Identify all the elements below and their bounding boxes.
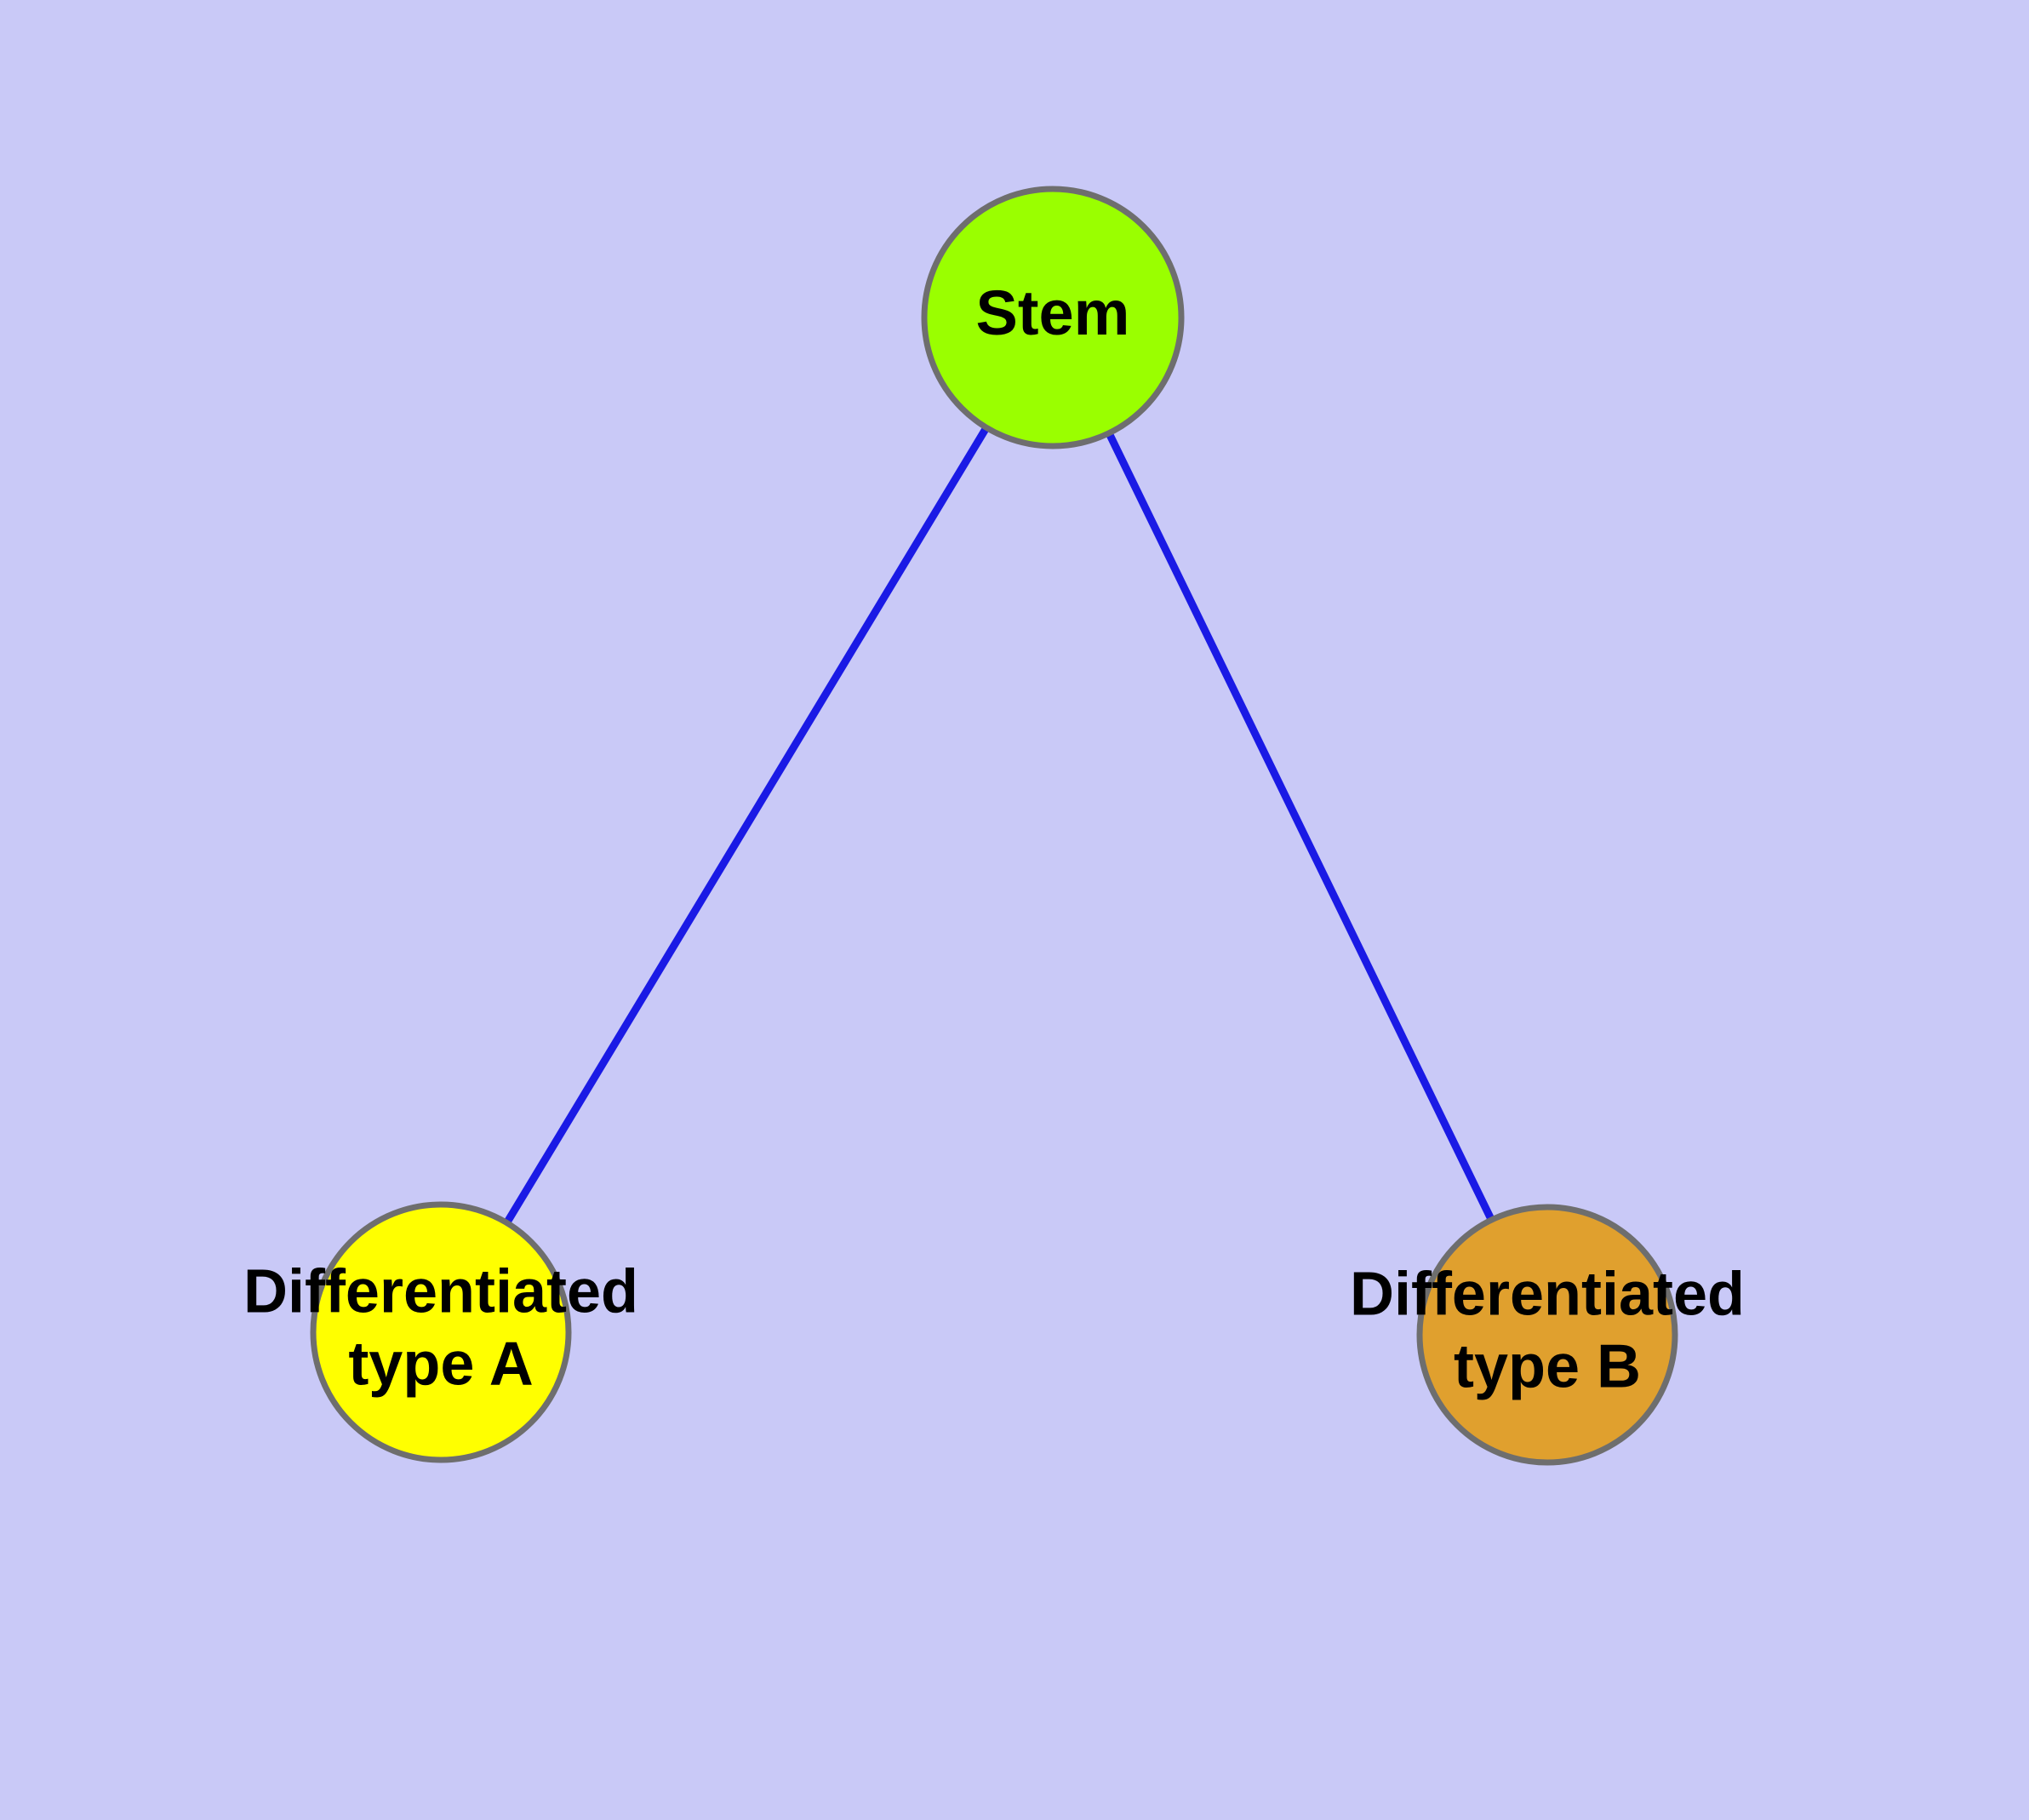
node-label-line: type A: [348, 1330, 533, 1398]
node-stem[interactable]: [921, 186, 1185, 449]
edge-stem-to-b[interactable]: [1106, 433, 1495, 1220]
node-label-line: type B: [1454, 1332, 1641, 1400]
node-diff_b[interactable]: [1416, 1204, 1678, 1466]
node-label-stem: Stem: [976, 278, 1130, 348]
node-label-line: Differentiated: [1350, 1261, 1745, 1329]
edge-stem-to-a[interactable]: [505, 427, 989, 1223]
node-label-line: Differentiated: [243, 1258, 638, 1326]
edges-group: [505, 427, 1495, 1223]
node-label-line: Stem: [976, 278, 1130, 348]
node-diff_a[interactable]: [310, 1201, 572, 1463]
nodes-group: [310, 186, 1678, 1466]
